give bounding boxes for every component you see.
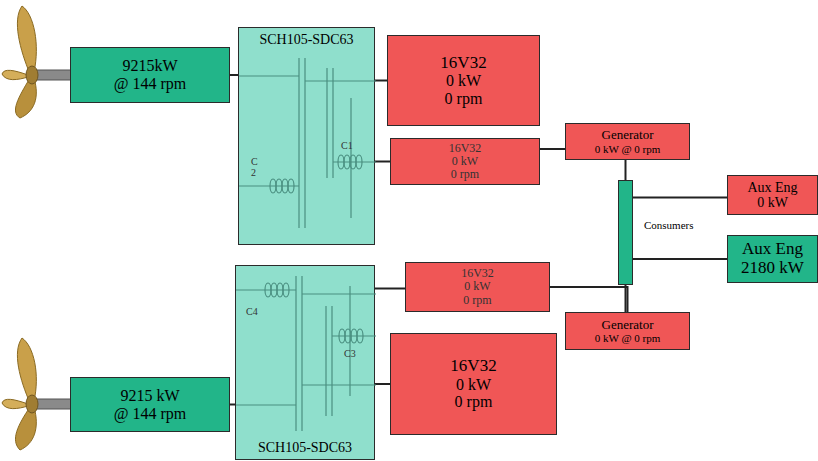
main-engine-box: 16V320 kW0 rpm xyxy=(390,138,540,185)
text-group: SCH105-SDC63 xyxy=(236,440,374,455)
shaft-line xyxy=(375,288,405,290)
node-text: Consumers xyxy=(644,219,694,231)
text-group: 16V320 kW0 rpm xyxy=(440,54,486,108)
node-text: 9215kW xyxy=(122,57,177,75)
text-group: Generator0 kW @ 0 rpm xyxy=(595,318,661,344)
node-text: 0 rpm xyxy=(463,294,491,307)
shaft-line xyxy=(625,160,627,180)
text-group: Generator0 kW @ 0 rpm xyxy=(595,128,661,154)
shaft-line xyxy=(625,285,627,312)
node-text: 2180 kW xyxy=(741,259,804,278)
node-text: Generator xyxy=(602,318,654,332)
node-text: 0 kW xyxy=(757,195,788,210)
node-text: 0 kW xyxy=(446,72,481,90)
aux-engine-box: Aux Eng2180 kW xyxy=(727,235,818,283)
clutch-label: C 2 xyxy=(251,156,259,178)
node-text: Aux Eng xyxy=(742,240,803,259)
propeller-top xyxy=(2,6,72,118)
text-group: 16V320 kW0 rpm xyxy=(449,142,482,182)
text-group: 9215 kW@ 144 rpm xyxy=(114,387,187,422)
node-text: 16V32 xyxy=(450,357,496,376)
aux-engine-box: Aux Eng0 kW xyxy=(727,175,818,215)
shaft-line xyxy=(375,161,390,163)
shaft-line xyxy=(550,287,628,312)
consumer-bus: Consumers xyxy=(618,180,633,285)
text-group: SCH105-SDC63 xyxy=(239,32,374,47)
text-group: Aux Eng0 kW xyxy=(747,180,797,211)
generator-box: Generator0 kW @ 0 rpm xyxy=(565,312,690,350)
node-text: 0 kW xyxy=(464,280,490,293)
gearbox: SCH105-SDC63 C4C3 xyxy=(235,265,375,460)
node-text: @ 144 rpm xyxy=(114,405,187,423)
shaft-power-box: 9215 kW@ 144 rpm xyxy=(70,377,230,432)
text-group: 9215kW@ 144 rpm xyxy=(114,57,187,92)
node-text: 9215 kW xyxy=(120,387,179,405)
node-text: 16V32 xyxy=(440,54,486,73)
text-group: 16V320 kW0 rpm xyxy=(461,267,494,307)
main-engine-box: 16V320 kW0 rpm xyxy=(390,333,557,435)
node-text: 0 rpm xyxy=(445,90,483,108)
node-text: @ 144 rpm xyxy=(114,75,187,93)
node-text: 0 kW xyxy=(456,376,491,394)
shaft-line xyxy=(633,197,727,199)
node-text: 0 rpm xyxy=(455,393,493,411)
gear-train-drawing xyxy=(236,266,376,461)
node-text: 0 kW xyxy=(452,155,478,168)
clutch-label: C4 xyxy=(246,306,258,317)
clutch-label: C3 xyxy=(344,348,356,359)
shaft-line xyxy=(230,74,238,76)
shaft-power-box: 9215kW@ 144 rpm xyxy=(70,47,230,103)
shaft-line xyxy=(375,383,390,385)
shaft-line xyxy=(540,148,565,150)
main-engine-box: 16V320 kW0 rpm xyxy=(387,35,540,126)
node-text: 16V32 xyxy=(461,267,494,280)
node-text: Aux Eng xyxy=(747,180,797,195)
shaft-line xyxy=(633,258,727,260)
clutch-label: C1 xyxy=(341,140,353,151)
text-group: Consumers xyxy=(644,219,694,231)
node-text: 16V32 xyxy=(449,142,482,155)
node-text: 0 rpm xyxy=(451,168,479,181)
shaft-line xyxy=(375,80,387,82)
gear-train-drawing xyxy=(239,28,376,246)
node-text: SCH105-SDC63 xyxy=(259,32,353,47)
text-group: 16V320 kW0 rpm xyxy=(450,357,496,411)
propeller-bottom xyxy=(2,338,72,450)
node-text: 0 kW @ 0 rpm xyxy=(595,143,661,155)
main-engine-box: 16V320 kW0 rpm xyxy=(405,262,550,312)
node-text: Generator xyxy=(602,128,654,142)
gearbox: SCH105-SDC63C1 C 2 xyxy=(238,27,375,245)
node-text: 0 kW @ 0 rpm xyxy=(595,332,661,344)
node-text: SCH105-SDC63 xyxy=(258,440,352,455)
text-group: Aux Eng2180 kW xyxy=(741,240,804,277)
generator-box: Generator0 kW @ 0 rpm xyxy=(565,123,690,160)
